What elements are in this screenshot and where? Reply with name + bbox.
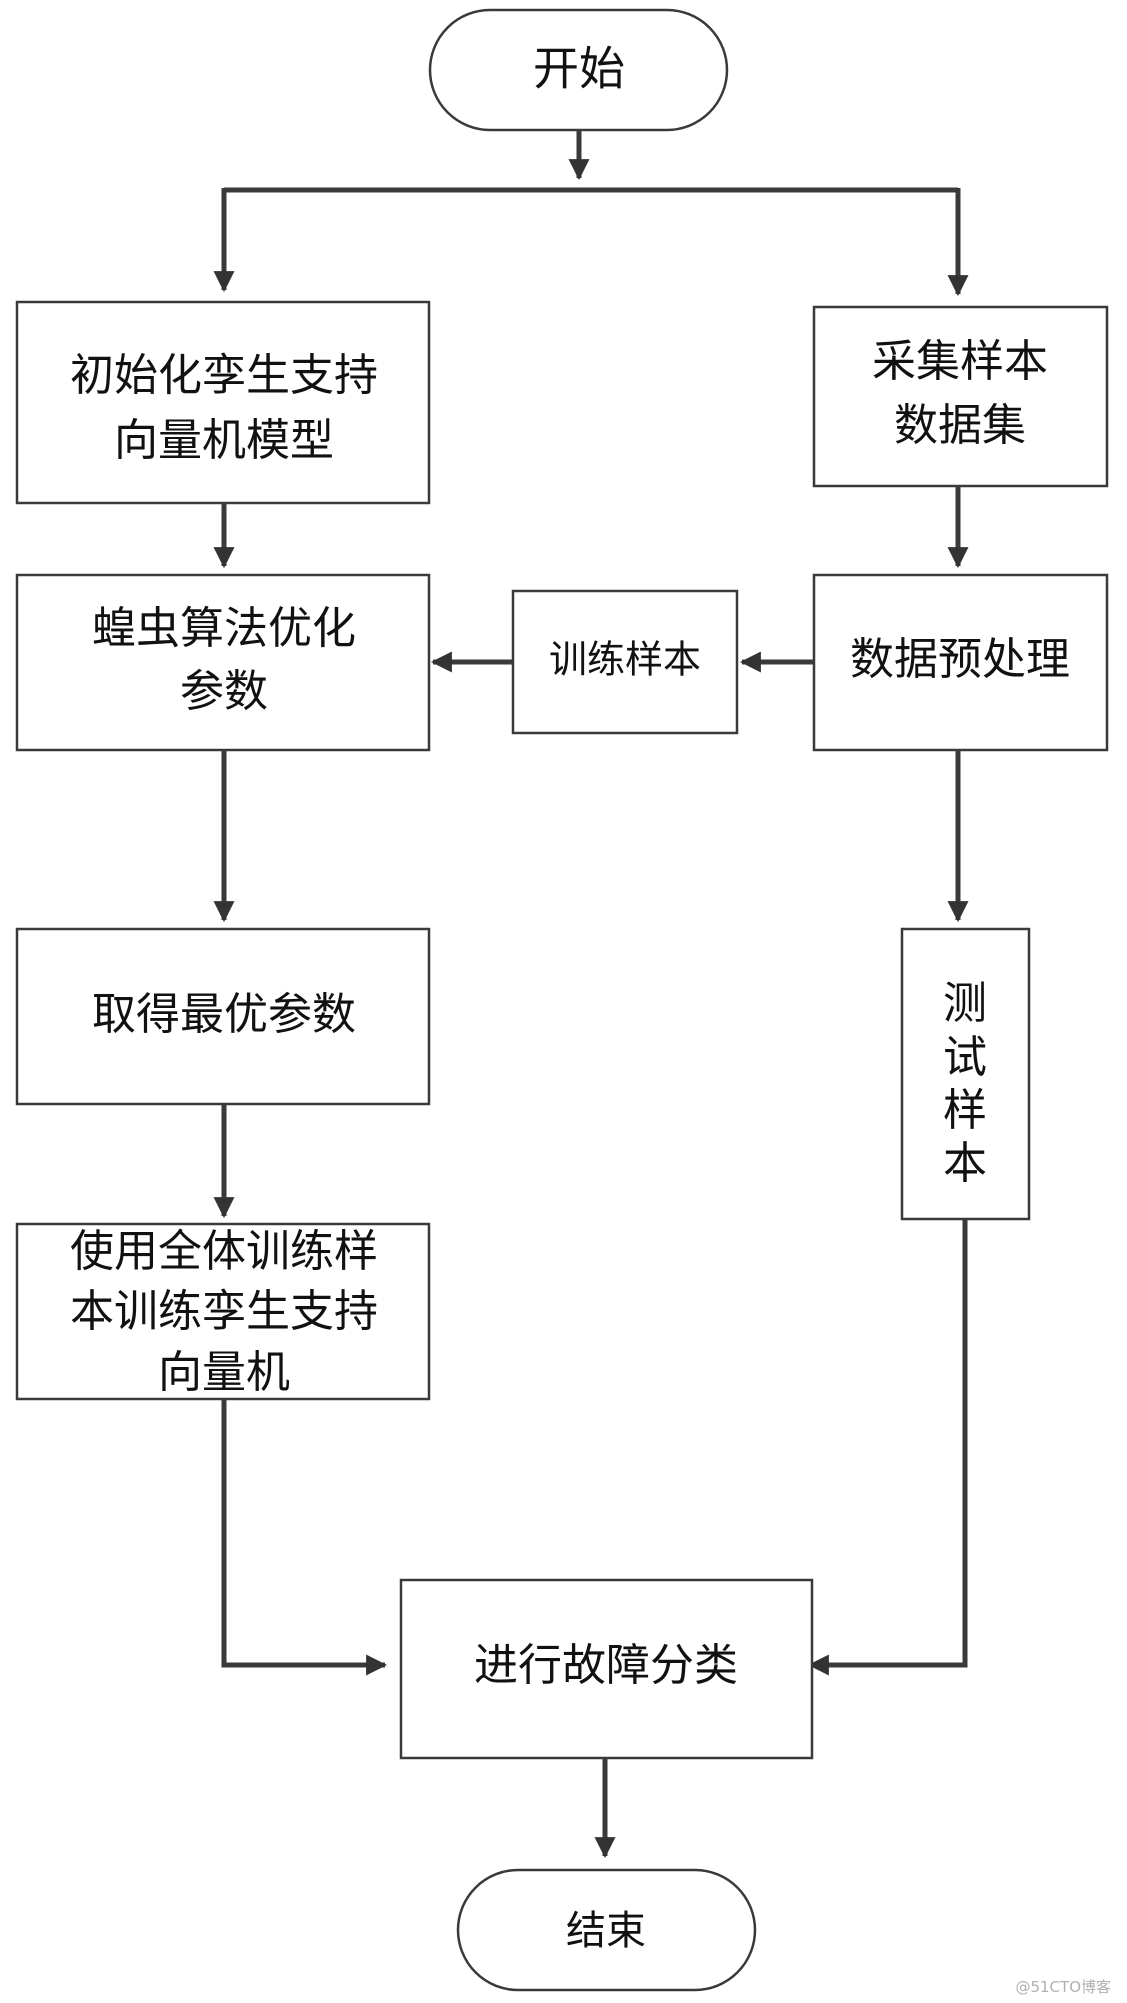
end-label: 结束 bbox=[566, 1908, 646, 1954]
best-params-box bbox=[15, 927, 431, 1106]
preprocess-label: 数据预处理 bbox=[850, 634, 1070, 685]
collect-data-label-line1: 采集样本 bbox=[872, 336, 1048, 387]
test-samples-box bbox=[900, 927, 1031, 1221]
train-full-label-line1: 使用全体训练样 bbox=[70, 1226, 378, 1277]
arrow-test-samples-to-classify bbox=[807, 1219, 968, 1676]
labels: 开始 初始化孪生支持 向量机模型 采集样本 数据集 蝗虫算法优化 参数 训练样本… bbox=[70, 42, 1070, 1955]
test-samples-char2: 试 bbox=[943, 1032, 987, 1083]
start-terminator bbox=[428, 8, 729, 132]
locust-optimize-label-line1: 蝗虫算法优化 bbox=[92, 603, 356, 654]
collect-data-box bbox=[812, 305, 1109, 488]
init-model-box bbox=[15, 300, 431, 505]
init-model-label-line1: 初始化孪生支持 bbox=[70, 350, 378, 401]
arrow-train-full-to-classify bbox=[221, 1399, 388, 1676]
test-samples-char1: 测 bbox=[943, 978, 987, 1029]
nodes bbox=[15, 8, 1109, 1992]
train-samples-label: 训练样本 bbox=[549, 638, 701, 682]
train-full-label-line3: 向量机 bbox=[158, 1347, 290, 1398]
test-samples-char3: 样 bbox=[943, 1085, 987, 1136]
train-samples-box bbox=[511, 589, 739, 735]
train-full-label-line2: 本训练孪生支持 bbox=[70, 1286, 378, 1337]
end-terminator bbox=[456, 1868, 757, 1992]
collect-data-label-line2: 数据集 bbox=[894, 400, 1026, 451]
train-full-box bbox=[15, 1222, 431, 1401]
locust-optimize-box bbox=[15, 573, 431, 752]
preprocess-box bbox=[812, 573, 1109, 752]
best-params-label: 取得最优参数 bbox=[92, 989, 356, 1040]
start-label: 开始 bbox=[533, 42, 625, 96]
connectors bbox=[213, 130, 969, 1859]
init-model-label-line2: 向量机模型 bbox=[114, 415, 334, 466]
locust-optimize-label-line2: 参数 bbox=[180, 666, 268, 717]
classify-label: 进行故障分类 bbox=[474, 1640, 738, 1691]
classify-box bbox=[399, 1578, 814, 1760]
watermark: @51CTO博客 bbox=[1015, 1978, 1111, 1996]
test-samples-char4: 本 bbox=[943, 1138, 987, 1189]
